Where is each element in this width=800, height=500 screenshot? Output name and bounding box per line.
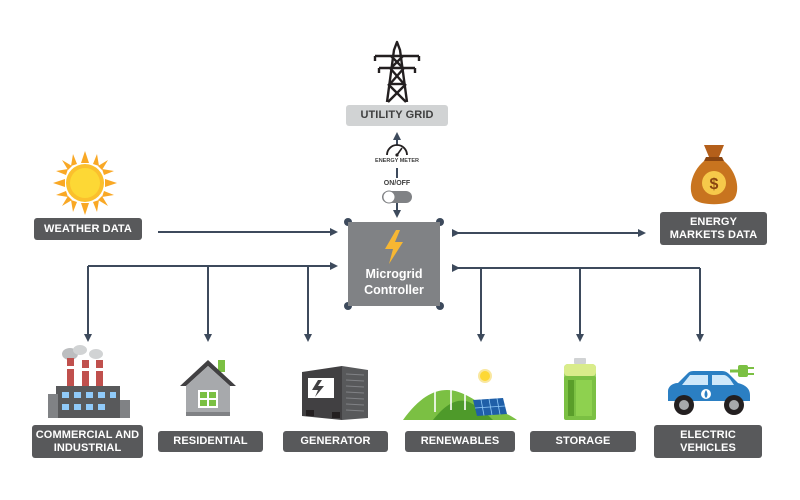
generator-icon <box>302 366 368 420</box>
electric-car-icon <box>668 365 754 415</box>
switch-label: ON/OFF <box>383 180 411 187</box>
electric-vehicles-label: ELECTRIC VEHICLES <box>654 425 762 458</box>
microgrid-controller: Microgrid Controller <box>348 222 440 306</box>
wind-solar-icon <box>403 364 517 420</box>
energy-markets-label: ENERGY MARKETS DATA <box>660 212 767 245</box>
residential-label: RESIDENTIAL <box>158 431 263 452</box>
storage-label: STORAGE <box>530 431 636 452</box>
lightning-bolt-icon <box>385 230 403 264</box>
money-bag-icon: $ <box>690 145 738 205</box>
battery-icon <box>564 358 596 420</box>
toggle-switch-icon[interactable] <box>381 190 413 204</box>
house-icon <box>180 360 236 416</box>
renewables-label: RENEWABLES <box>405 431 515 452</box>
energy-meter-label: ENERGY METER <box>375 158 419 164</box>
commercial-industrial-label: COMMERCIAL AND INDUSTRIAL <box>32 425 143 458</box>
generator-label: GENERATOR <box>283 431 388 452</box>
sun-icon <box>53 151 117 215</box>
controller-label: Microgrid Controller <box>364 267 424 297</box>
power-tower-icon <box>373 40 421 103</box>
weather-data-label: WEATHER DATA <box>34 218 142 240</box>
factory-icon <box>48 345 130 418</box>
gauge-icon <box>386 144 408 157</box>
svg-text:$: $ <box>710 176 719 193</box>
utility-grid-label: UTILITY GRID <box>346 105 448 126</box>
